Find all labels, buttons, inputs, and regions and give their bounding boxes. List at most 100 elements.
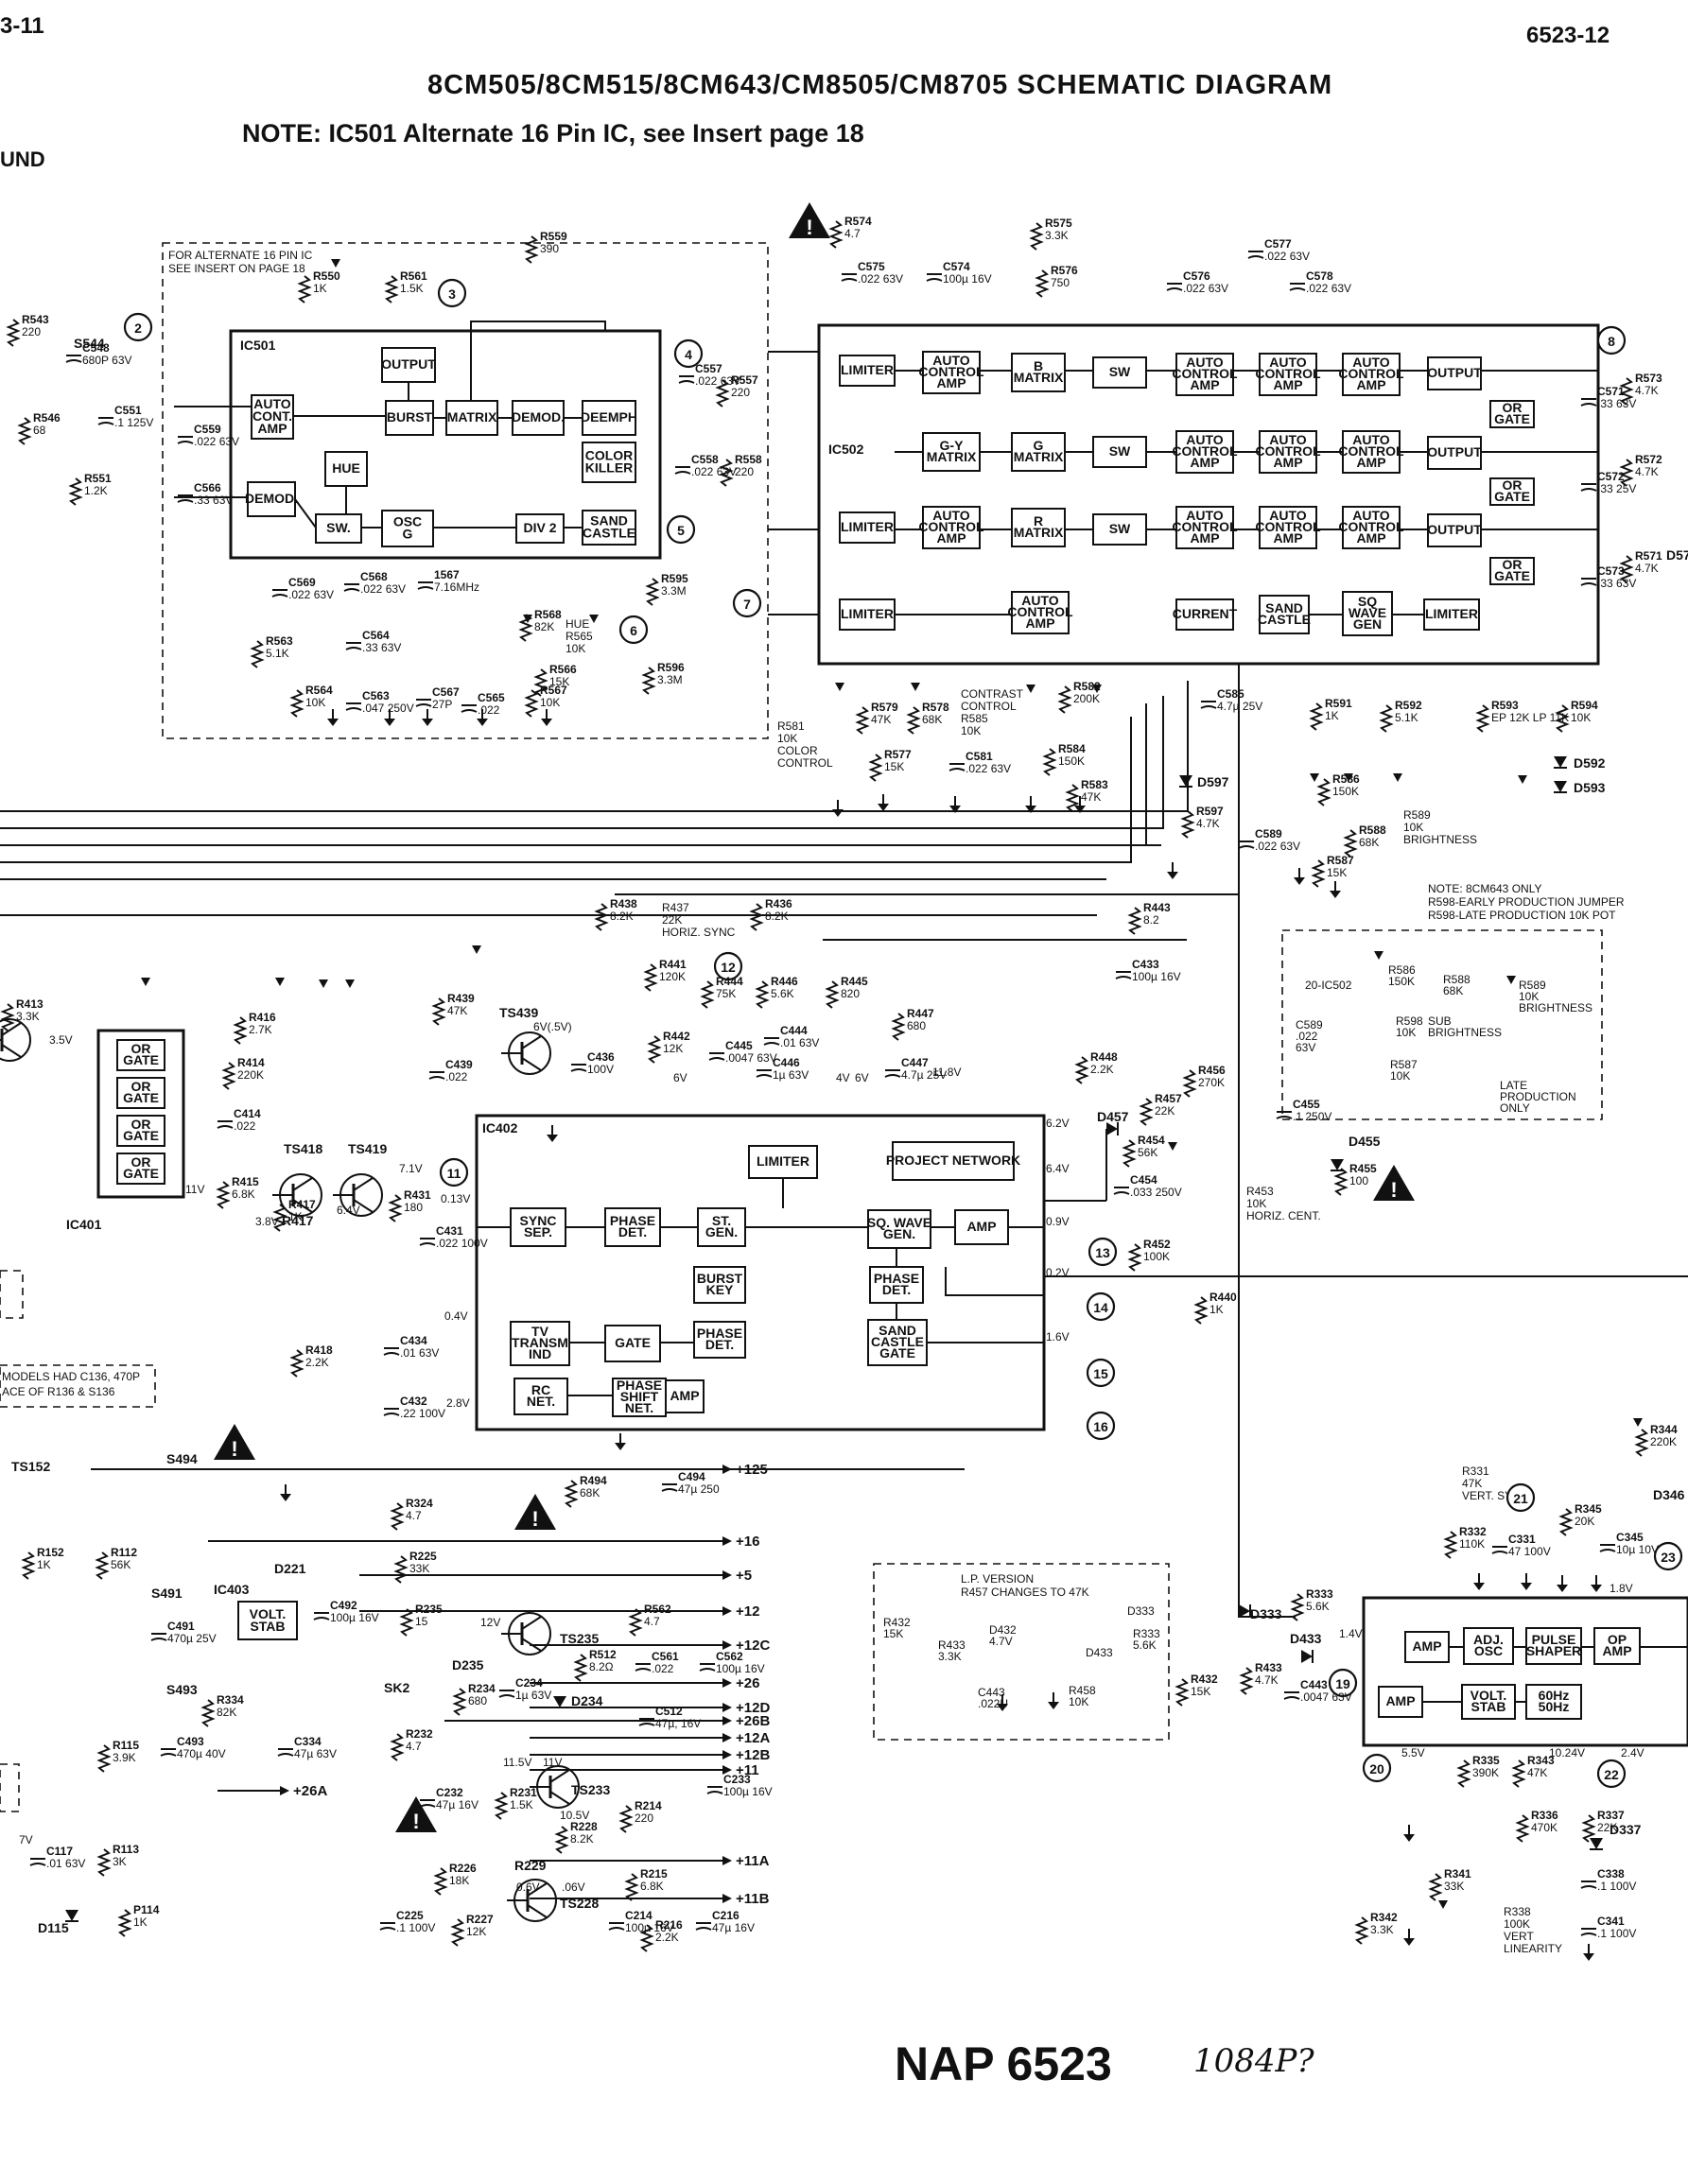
component-ref: R152 <box>37 1546 64 1559</box>
capacitor-c569 <box>271 589 288 598</box>
component-value: 200K <box>1073 692 1100 705</box>
ic402-block-st-gen-box <box>697 1207 746 1247</box>
resistor-symbol <box>1175 1678 1190 1707</box>
component-value: 82K <box>534 620 554 633</box>
control-horiz-cent-line: 10K <box>1246 1197 1266 1210</box>
capacitor-plate <box>313 1617 330 1621</box>
supply-arrow-icon <box>1026 685 1035 693</box>
test-point-number: 12 <box>721 960 736 975</box>
ic502-block-label: GATE <box>1494 411 1530 426</box>
component-value: .022 63V <box>858 272 903 286</box>
component-value: 5.1K <box>266 647 289 660</box>
resistor-r592 <box>1379 704 1394 733</box>
resistor-r457 <box>1139 1098 1154 1126</box>
component-value: 4.7K <box>1196 817 1220 830</box>
transistor-emitter <box>549 1791 570 1805</box>
diode-d457 <box>1106 1122 1119 1135</box>
ic502-block-label: GEN <box>1353 616 1382 632</box>
component-value: 220 <box>635 1811 653 1825</box>
diode-d115 <box>65 1910 78 1922</box>
component-ref: R335 <box>1472 1754 1500 1767</box>
component-value: 150K <box>1332 785 1359 798</box>
component-value: .01 63V <box>400 1346 439 1360</box>
component-ref: C436 <box>587 1050 615 1064</box>
lp-version-parts-line: D432 <box>989 1623 1017 1637</box>
test-point-2: 2 <box>123 312 153 342</box>
resistor-r454 <box>1122 1139 1137 1168</box>
supply-arrow-icon <box>345 979 355 988</box>
semiconductor-label: S491 <box>151 1586 183 1601</box>
component-ref: C567 <box>432 685 460 699</box>
capacitor-plate <box>345 647 362 650</box>
capacitor-c551 <box>97 417 114 425</box>
component-value: 750 <box>1051 276 1070 289</box>
diode-d234 <box>553 1696 566 1708</box>
ic401-gate-label: GATE <box>123 1166 159 1181</box>
test-point-circle <box>1505 1482 1536 1513</box>
ic501-block-sand-castle-box <box>582 510 636 546</box>
supply-arrow-icon <box>1344 773 1353 782</box>
ic502-block-auto-control-amp-2-box <box>1175 353 1234 396</box>
control-vert-linearity-line: LINEARITY <box>1504 1942 1562 1955</box>
component-value: 6.8K <box>640 1880 664 1893</box>
test-point-number: 14 <box>1093 1300 1108 1315</box>
component-ref: R439 <box>447 992 475 1005</box>
lp-version-parts-line: D333 <box>1127 1604 1155 1618</box>
resistor-symbol <box>825 980 840 1009</box>
transistor-collector <box>1 1022 22 1036</box>
component-value: .022 <box>478 703 500 717</box>
test-point-number: 20 <box>1369 1761 1384 1777</box>
component-c578: C578.022 63V <box>1306 269 1351 295</box>
lp-version-parts: R43215KR4333.3KD4324.7VD433R3335.6KC443.… <box>883 1604 1160 1710</box>
capacitor-plate <box>1580 488 1597 492</box>
resistor-r445 <box>825 980 840 1009</box>
resistor-symbol <box>524 235 539 264</box>
ground-icon <box>541 719 552 726</box>
capacitor-plate <box>1113 1191 1130 1195</box>
resistor-r227 <box>450 1918 465 1947</box>
component-ref: R550 <box>313 269 340 283</box>
vertical-ic-block-amp-2-box <box>1378 1686 1423 1718</box>
component-value: 1K <box>1209 1303 1224 1316</box>
resistor-symbol <box>1316 778 1331 806</box>
ic502-block-label: AMP <box>936 375 966 390</box>
ic502-block-label: AMP <box>1356 530 1385 546</box>
diode-icon <box>1239 1604 1250 1618</box>
ic502-block-label: CURRENT <box>1173 606 1238 621</box>
capacitor-plate <box>1276 1116 1293 1119</box>
ic502-block-label: CONTROL <box>1172 443 1238 459</box>
transistor-emitter <box>521 1057 542 1071</box>
component-value: 68 <box>33 424 46 437</box>
diode-icon <box>1179 775 1192 787</box>
voltage-annotation: 6.4V <box>337 1204 360 1217</box>
component-ref: C589 <box>1255 827 1282 841</box>
component-ref: C562 <box>716 1650 743 1663</box>
ic502-block-b-matrix-box <box>1011 353 1066 392</box>
diode-icon <box>1590 1838 1603 1849</box>
resistor-symbol <box>289 1349 305 1378</box>
component-ref: C561 <box>652 1650 679 1663</box>
ground-icon <box>327 709 339 726</box>
component-ref: C558 <box>691 453 719 466</box>
ic502-block-label: CONTROL <box>1255 443 1321 459</box>
models-note-line: ACE OF R136 & S136 <box>2 1385 115 1398</box>
ic402-block-label: DET. <box>882 1282 911 1297</box>
component-ref: C446 <box>773 1056 800 1069</box>
resistor-symbol <box>1290 1593 1305 1621</box>
semiconductor-label: TS439 <box>499 1005 538 1020</box>
capacitor-c558 <box>674 466 691 475</box>
ground-icon <box>1294 868 1305 885</box>
transistor-emitter <box>292 1199 313 1213</box>
semiconductor-label: TS418 <box>284 1141 322 1156</box>
resistor-symbol <box>1379 704 1394 733</box>
resistor-symbol <box>1029 222 1044 251</box>
